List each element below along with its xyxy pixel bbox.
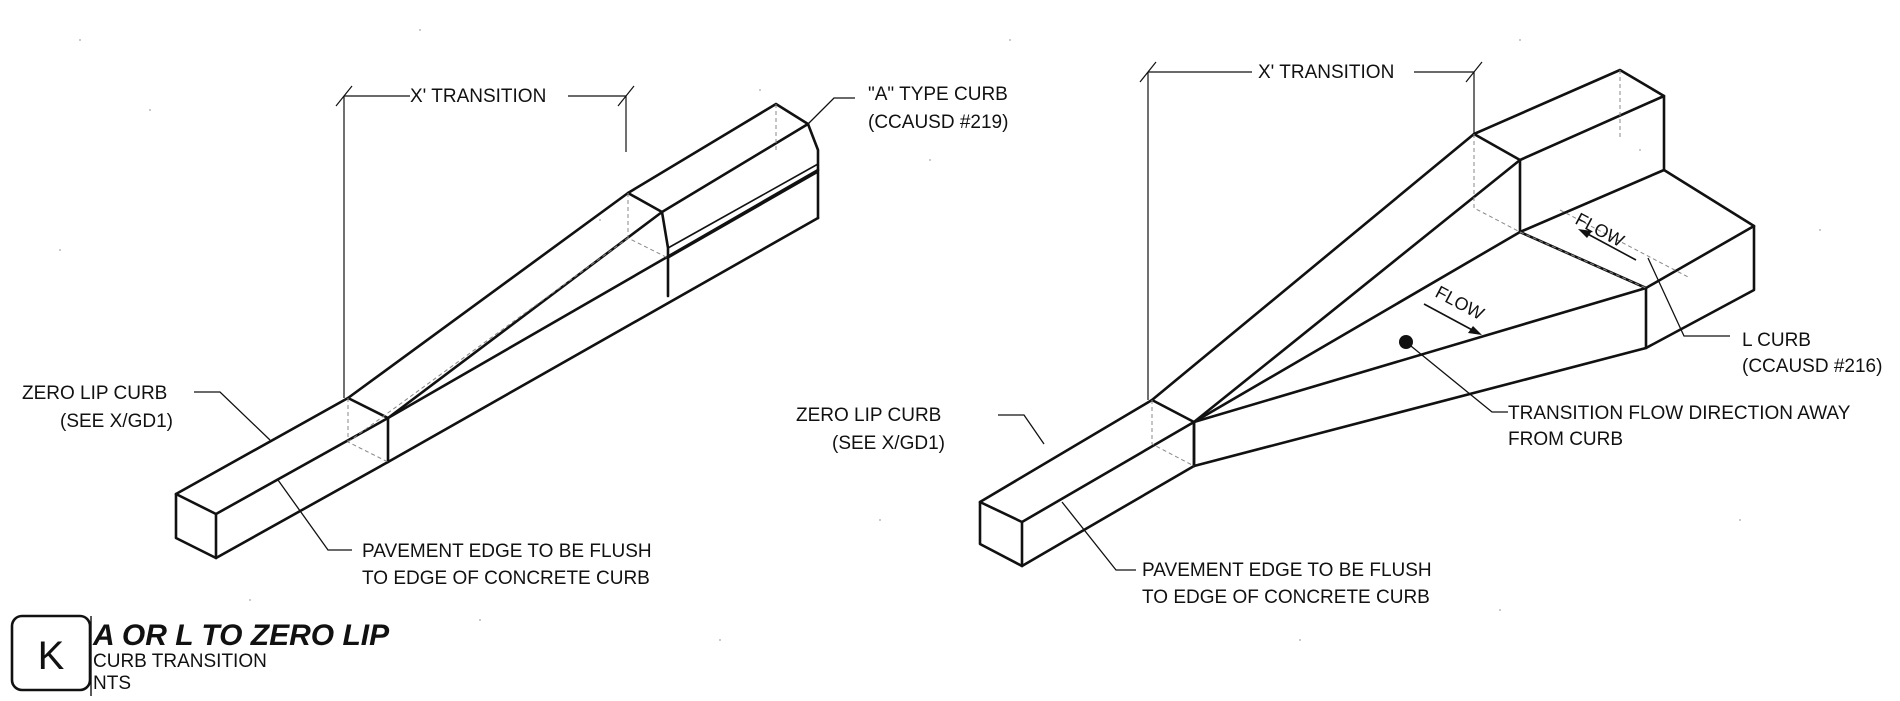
right-zero-lip-leader xyxy=(998,414,1045,445)
right-flow-label-lower: FLOW xyxy=(1432,282,1487,324)
right-l-curb-label-1: L CURB xyxy=(1742,330,1811,351)
right-flow-label-upper: FLOW xyxy=(1572,209,1627,251)
right-flow-arrow-lower xyxy=(1423,303,1482,335)
title-block: K A OR L TO ZERO LIP CURB TRANSITION NTS xyxy=(10,614,390,696)
detail-badge xyxy=(10,614,92,692)
left-dimension-label: X' TRANSITION xyxy=(410,86,546,107)
right-dimension xyxy=(1139,61,1483,400)
left-zero-lip-label-2: (SEE X/GD1) xyxy=(60,411,173,432)
right-transition-label-1: TRANSITION FLOW DIRECTION AWAY xyxy=(1508,403,1851,424)
right-flow-arrow-upper xyxy=(1578,229,1637,261)
left-pavement-leader xyxy=(277,479,352,551)
right-pavement-label-2: TO EDGE OF CONCRETE CURB xyxy=(1142,587,1430,608)
right-zero-lip-label-1: ZERO LIP CURB xyxy=(796,405,941,426)
detail-badge-letter: K xyxy=(38,634,65,678)
right-dimension-label: X' TRANSITION xyxy=(1258,62,1394,83)
background-specks xyxy=(59,29,1821,641)
right-curb-model xyxy=(978,68,1756,568)
left-zero-lip-leader xyxy=(194,391,271,441)
left-curb-model xyxy=(174,102,820,560)
left-a-curb-leader xyxy=(807,97,855,125)
detail-subtitle: CURB TRANSITION xyxy=(93,651,267,672)
right-l-curb-label-2: (CCAUSD #216) xyxy=(1742,356,1882,377)
detail-scale: NTS xyxy=(93,673,131,694)
left-dimension xyxy=(335,85,635,398)
right-pavement-label-1: PAVEMENT EDGE TO BE FLUSH xyxy=(1142,560,1432,581)
right-pavement-leader xyxy=(1061,501,1136,571)
left-a-curb-label-2: (CCAUSD #219) xyxy=(868,112,1008,133)
left-pavement-label-2: TO EDGE OF CONCRETE CURB xyxy=(362,568,650,589)
right-zero-lip-label-2: (SEE X/GD1) xyxy=(832,433,945,454)
right-transition-label-2: FROM CURB xyxy=(1508,429,1623,450)
left-pavement-label-1: PAVEMENT EDGE TO BE FLUSH xyxy=(362,541,652,562)
left-a-curb-label-1: "A" TYPE CURB xyxy=(868,84,1008,105)
left-zero-lip-label-1: ZERO LIP CURB xyxy=(22,383,167,404)
right-transition-leader xyxy=(1405,341,1508,413)
right-l-curb-leader xyxy=(1647,257,1730,337)
detail-title: A OR L TO ZERO LIP xyxy=(92,619,390,652)
